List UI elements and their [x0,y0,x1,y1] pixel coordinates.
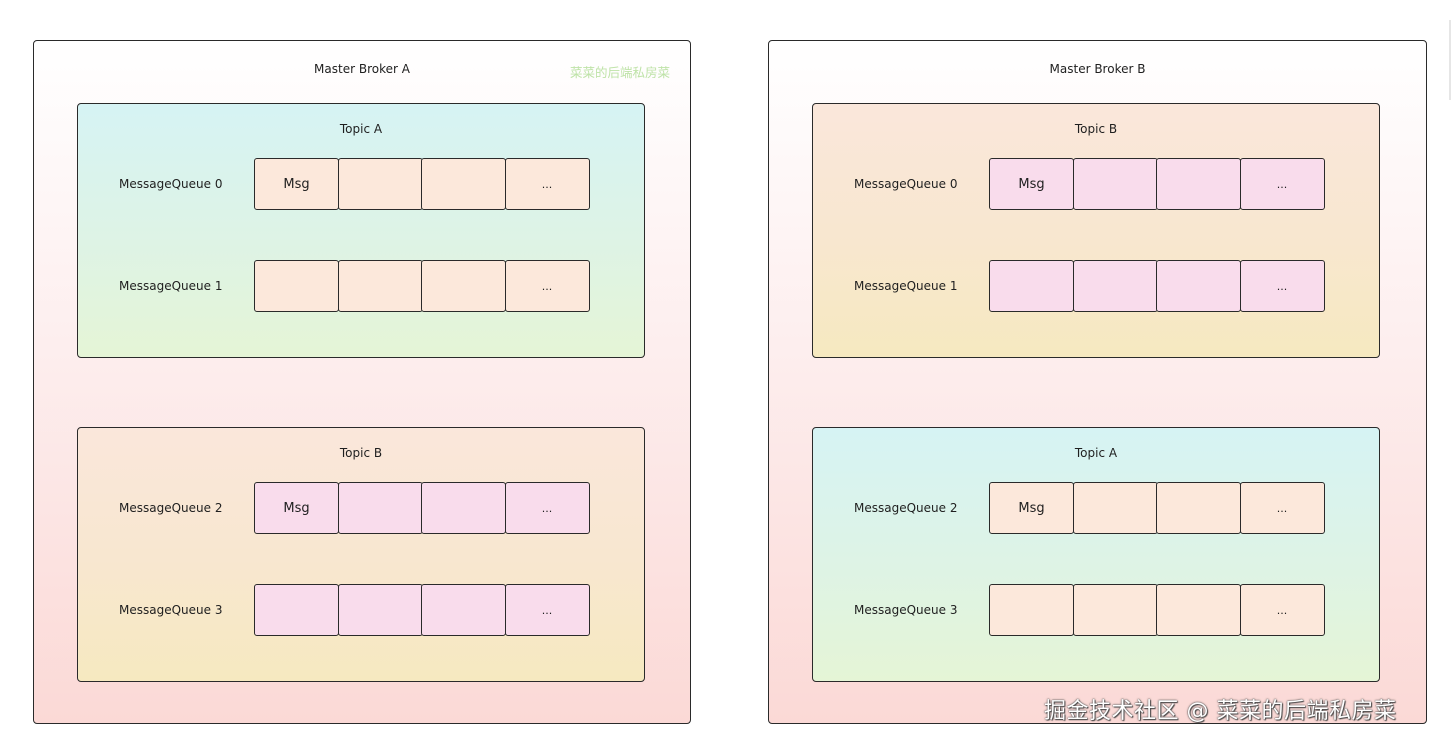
message-cell [254,260,339,312]
scrollbar-edge[interactable] [1449,20,1451,100]
topic-a-box: Topic A MessageQueue 2 Msg ... MessageQu… [812,427,1380,682]
topic-title: Topic A [1074,446,1118,460]
message-cell [1156,584,1241,636]
message-cell-ellipsis: ... [1239,158,1325,210]
message-cell [337,260,423,312]
message-cell [337,482,423,534]
queue-label: MessageQueue 1 [119,279,223,293]
topic-a-box: Topic A MessageQueue 0 Msg ... MessageQu… [77,103,645,358]
message-cell [421,482,506,534]
message-cell [1156,260,1241,312]
message-cell-ellipsis: ... [504,482,590,534]
message-cell [989,584,1074,636]
queue-label: MessageQueue 3 [119,603,223,617]
footer-watermark: 掘金技术社区 @ 菜菜的后端私房菜 [1044,699,1397,724]
message-queue-row: ... [989,584,1329,636]
broker-title: Master Broker A [314,62,410,76]
topic-title: Topic B [1074,122,1118,136]
message-cell [421,584,506,636]
queue-label: MessageQueue 0 [119,177,223,191]
message-cell [421,158,506,210]
message-queue-row: Msg ... [989,482,1329,534]
message-cell [1072,482,1158,534]
message-cell [1156,158,1241,210]
message-cell [989,260,1074,312]
message-queue-row: ... [254,260,594,312]
queue-label: MessageQueue 0 [854,177,958,191]
message-cell [337,158,423,210]
message-queue-row: Msg ... [254,482,594,534]
topic-title: Topic A [339,122,383,136]
message-cell-ellipsis: ... [504,584,590,636]
queue-label: MessageQueue 2 [119,501,223,515]
queue-label: MessageQueue 2 [854,501,958,515]
queue-label: MessageQueue 3 [854,603,958,617]
message-cell [1156,482,1241,534]
message-cell-ellipsis: ... [504,158,590,210]
message-cell [1072,260,1158,312]
message-cell-ellipsis: ... [504,260,590,312]
message-cell: Msg [989,482,1074,534]
message-cell [421,260,506,312]
message-cell [1072,158,1158,210]
topic-b-box: Topic B MessageQueue 0 Msg ... MessageQu… [812,103,1380,358]
message-cell [254,584,339,636]
message-queue-row: ... [989,260,1329,312]
message-cell-ellipsis: ... [1239,260,1325,312]
topic-title: Topic B [339,446,383,460]
message-cell: Msg [254,482,339,534]
message-queue-row: Msg ... [989,158,1329,210]
message-queue-row: ... [254,584,594,636]
master-broker-b: Master Broker B Topic B MessageQueue 0 M… [768,40,1427,724]
message-cell: Msg [989,158,1074,210]
broker-title: Master Broker B [1049,62,1146,76]
watermark-text: 菜菜的后端私房菜 [570,65,671,80]
master-broker-a: Master Broker A 菜菜的后端私房菜 Topic A Message… [33,40,691,724]
message-cell [1072,584,1158,636]
queue-label: MessageQueue 1 [854,279,958,293]
message-cell [337,584,423,636]
message-cell-ellipsis: ... [1239,482,1325,534]
topic-b-box: Topic B MessageQueue 2 Msg ... MessageQu… [77,427,645,682]
message-queue-row: Msg ... [254,158,594,210]
message-cell: Msg [254,158,339,210]
message-cell-ellipsis: ... [1239,584,1325,636]
